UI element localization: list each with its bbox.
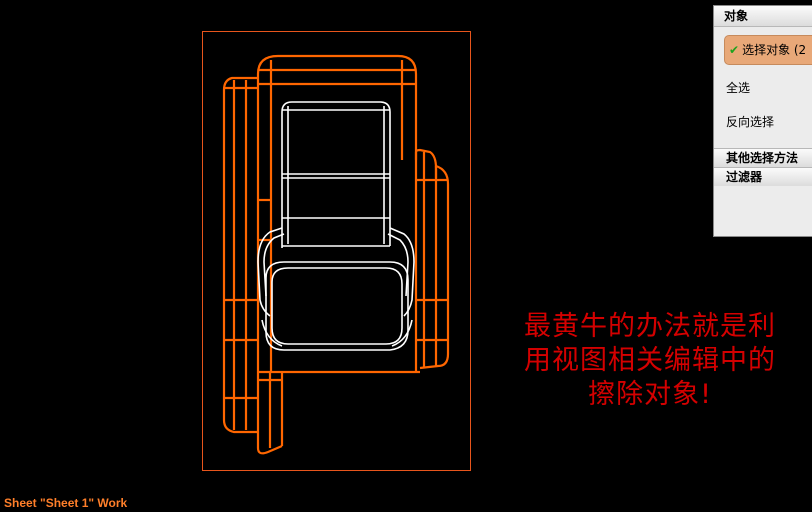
option-select-objects[interactable]: ✔选择对象 (2 [724, 35, 812, 65]
section-other-selection-methods[interactable]: 其他选择方法 [714, 148, 812, 167]
panel-header-objects[interactable]: 对象 [714, 6, 812, 27]
sofa-body-orange[interactable] [222, 54, 450, 455]
annotation-line-1: 最黄牛的办法就是利 [524, 311, 776, 342]
status-bar-sheet-label: Sheet "Sheet 1" Work [4, 496, 128, 510]
option-invert-selection[interactable]: 反向选择 [726, 115, 775, 129]
annotation-text: 最黄牛的办法就是利 用视图相关编辑中的 擦除对象! [500, 310, 800, 412]
panel-options: ✔选择对象 (2 全选 反向选择 [714, 27, 812, 148]
annotation-line-2: 用视图相关编辑中的 [524, 345, 776, 376]
check-icon: ✔ [729, 43, 740, 57]
selection-panel: 对象 ✔选择对象 (2 全选 反向选择 其他选择方法 过滤器 [713, 5, 812, 237]
seat-cushion-white[interactable] [257, 101, 415, 351]
option-select-all[interactable]: 全选 [726, 81, 751, 95]
annotation-line-3: 擦除对象! [588, 379, 712, 410]
sheet-frame [202, 31, 471, 471]
section-filter[interactable]: 过滤器 [714, 167, 812, 186]
option-select-objects-label: 选择对象 (2 [742, 43, 807, 57]
